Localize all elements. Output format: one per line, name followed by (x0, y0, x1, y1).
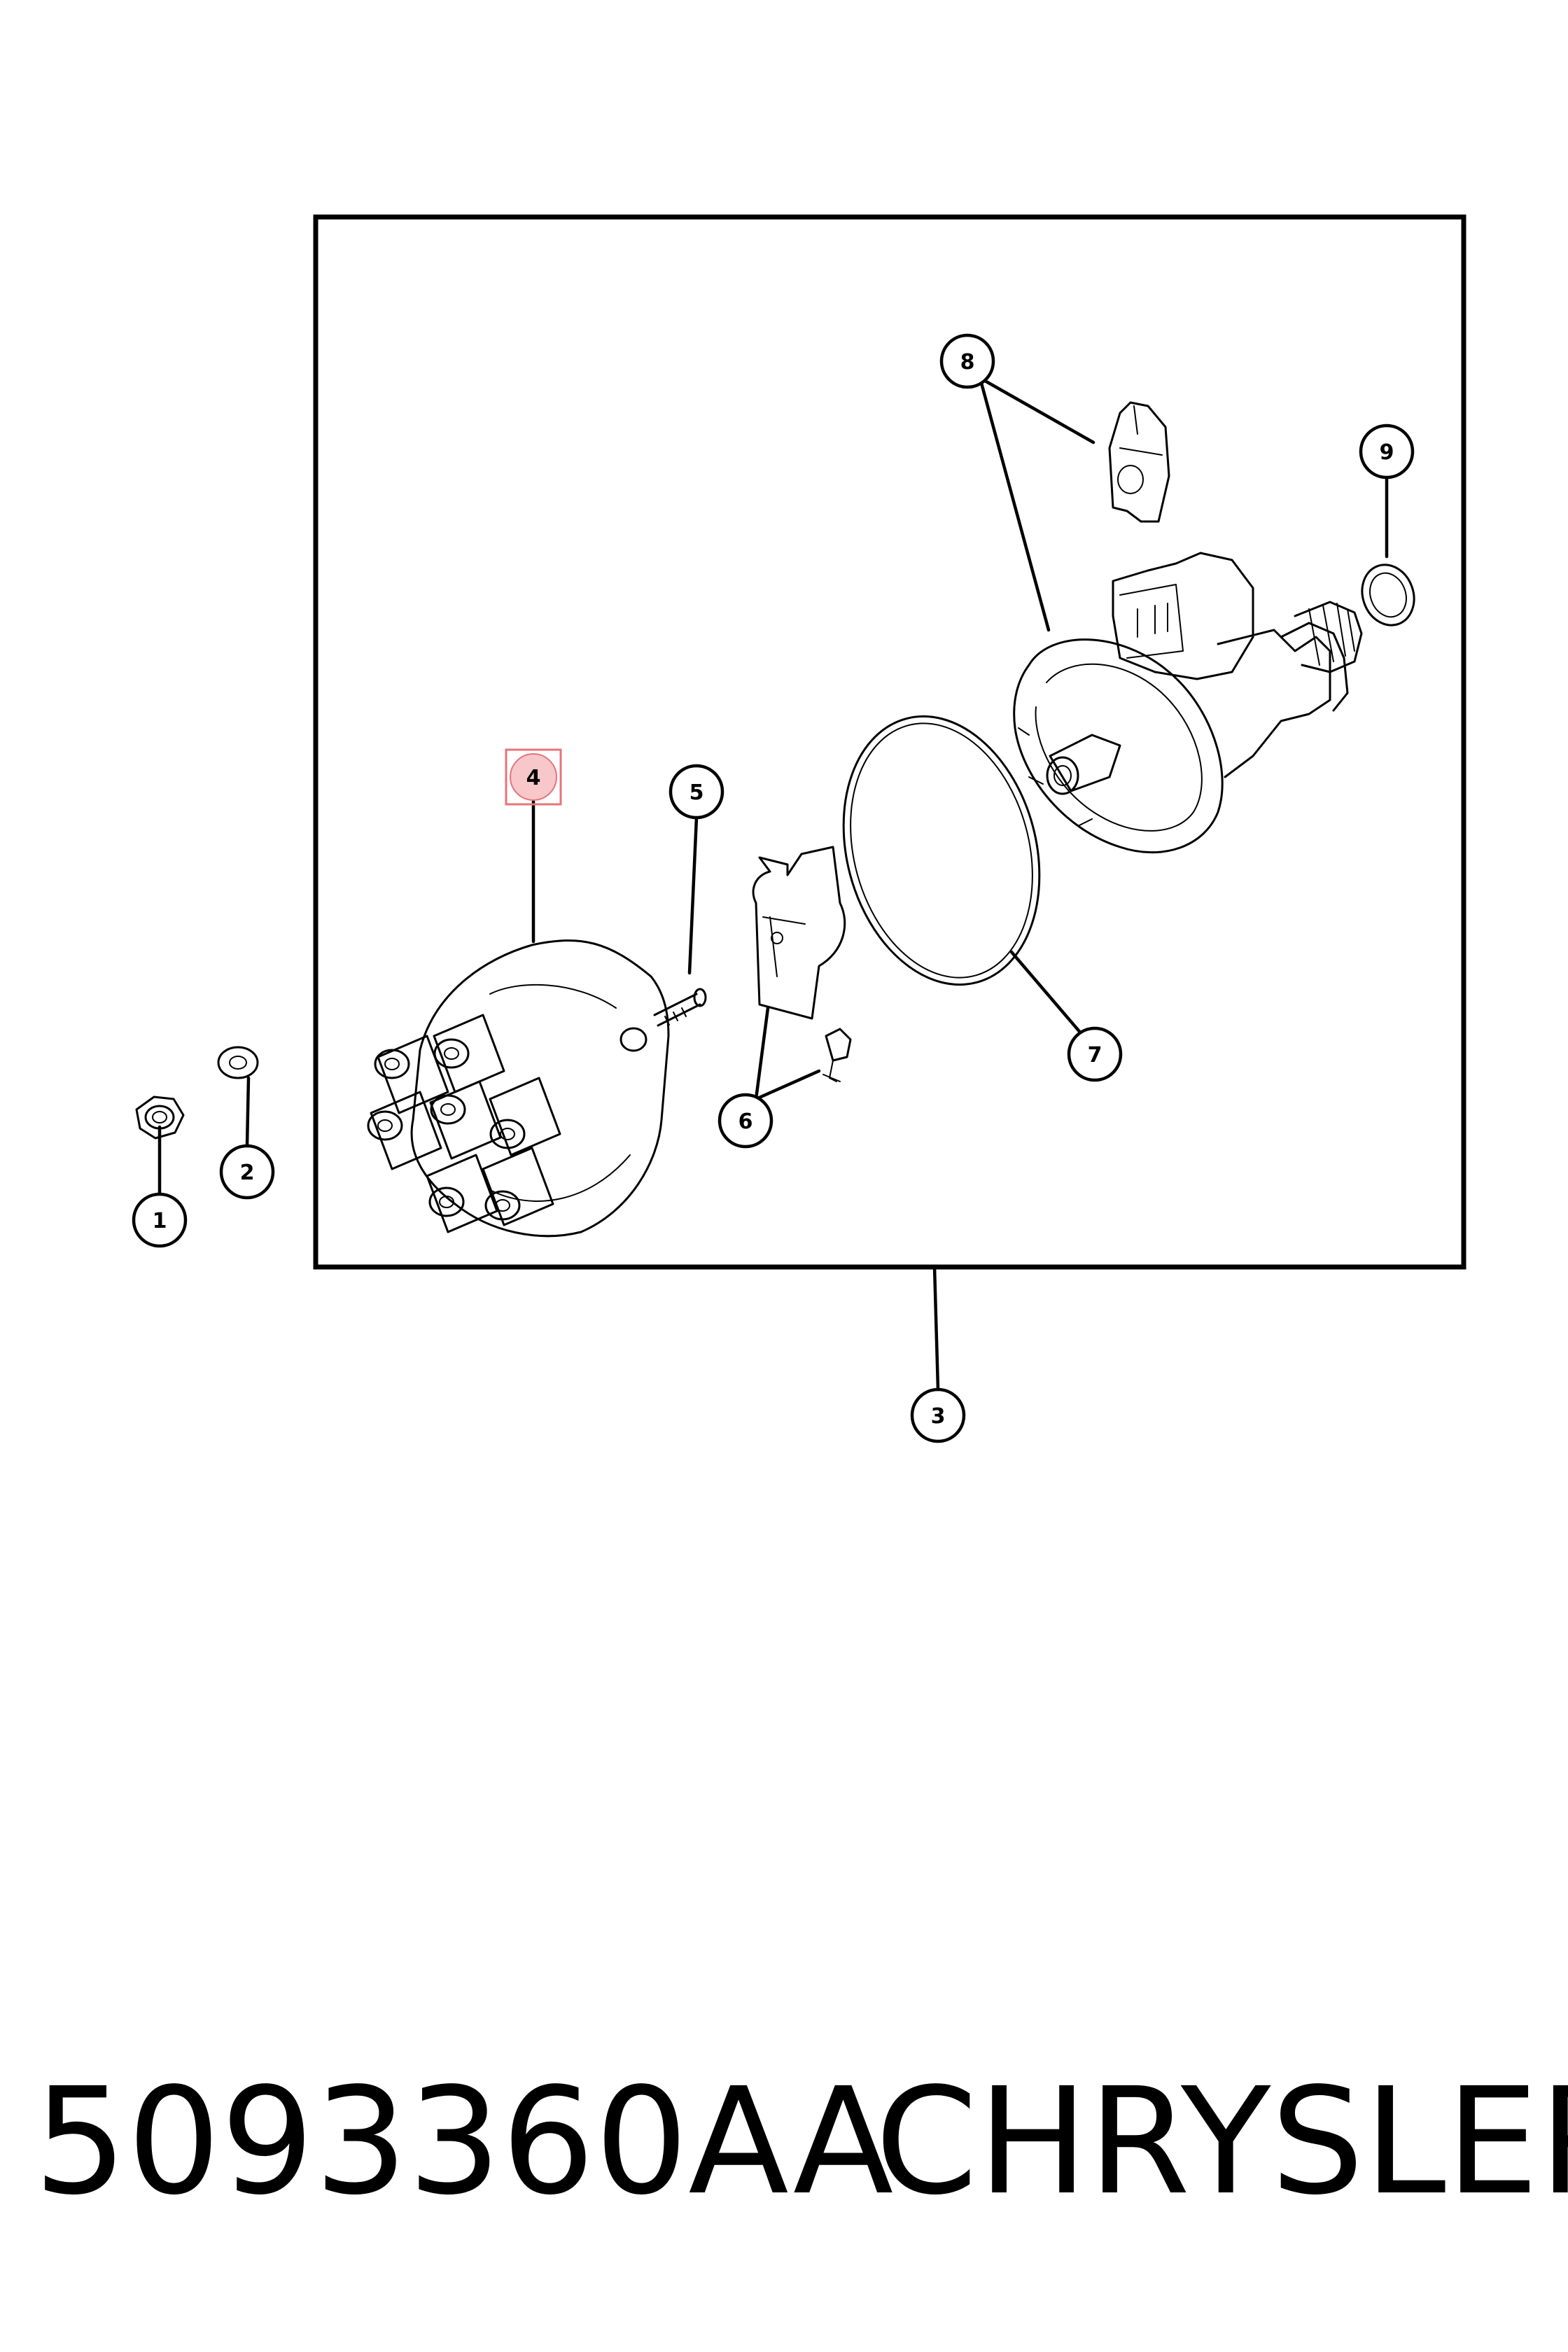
callout-7[interactable]: 7 (1067, 1026, 1123, 1082)
assembly-frame (313, 214, 1466, 1270)
callout-5[interactable]: 5 (668, 764, 724, 820)
callout-5-label: 5 (690, 780, 704, 805)
callout-9[interactable]: 9 (1359, 424, 1415, 479)
leader-3 (932, 1265, 940, 1392)
callout-9-label: 9 (1380, 440, 1394, 465)
callout-1-label: 1 (153, 1209, 167, 1233)
leader-6a (754, 1006, 770, 1101)
leader-2 (245, 1076, 251, 1148)
callout-3-label: 3 (931, 1404, 946, 1429)
callout-2[interactable]: 2 (219, 1144, 275, 1200)
part-number: 5093360AA (34, 2056, 894, 2227)
leader-lines (158, 376, 1389, 1392)
callout-7-label: 7 (1088, 1043, 1102, 1068)
callout-1[interactable]: 1 (132, 1192, 188, 1248)
callout-4[interactable]: 4 (505, 748, 562, 806)
callout-4-label: 4 (526, 766, 541, 790)
sensor-part (1108, 401, 1170, 523)
callout-4-highlight-box (505, 748, 562, 806)
brand-name: CHRYSLER (875, 2056, 1568, 2227)
callout-6[interactable]: 6 (718, 1093, 774, 1149)
leader-8a (978, 376, 1051, 632)
distributor-housing-part (1013, 552, 1363, 854)
leader-5 (687, 816, 699, 975)
callout-8-label: 8 (960, 350, 975, 374)
callout-8[interactable]: 8 (939, 333, 995, 389)
washer-part (217, 1046, 259, 1079)
callout-3[interactable]: 3 (910, 1387, 966, 1443)
leader-7 (1009, 950, 1084, 1036)
distributor-cap-part (367, 939, 670, 1238)
leader-6b (754, 1069, 821, 1101)
rotor-part (752, 846, 852, 1082)
leader-8b (978, 376, 1096, 444)
screw-part (653, 988, 707, 1027)
seal-ring-part (1361, 564, 1415, 626)
callout-6-label: 6 (738, 1110, 753, 1134)
gasket-part (842, 715, 1041, 986)
callout-2-label: 2 (240, 1161, 255, 1185)
callout-4-highlight (510, 753, 557, 801)
